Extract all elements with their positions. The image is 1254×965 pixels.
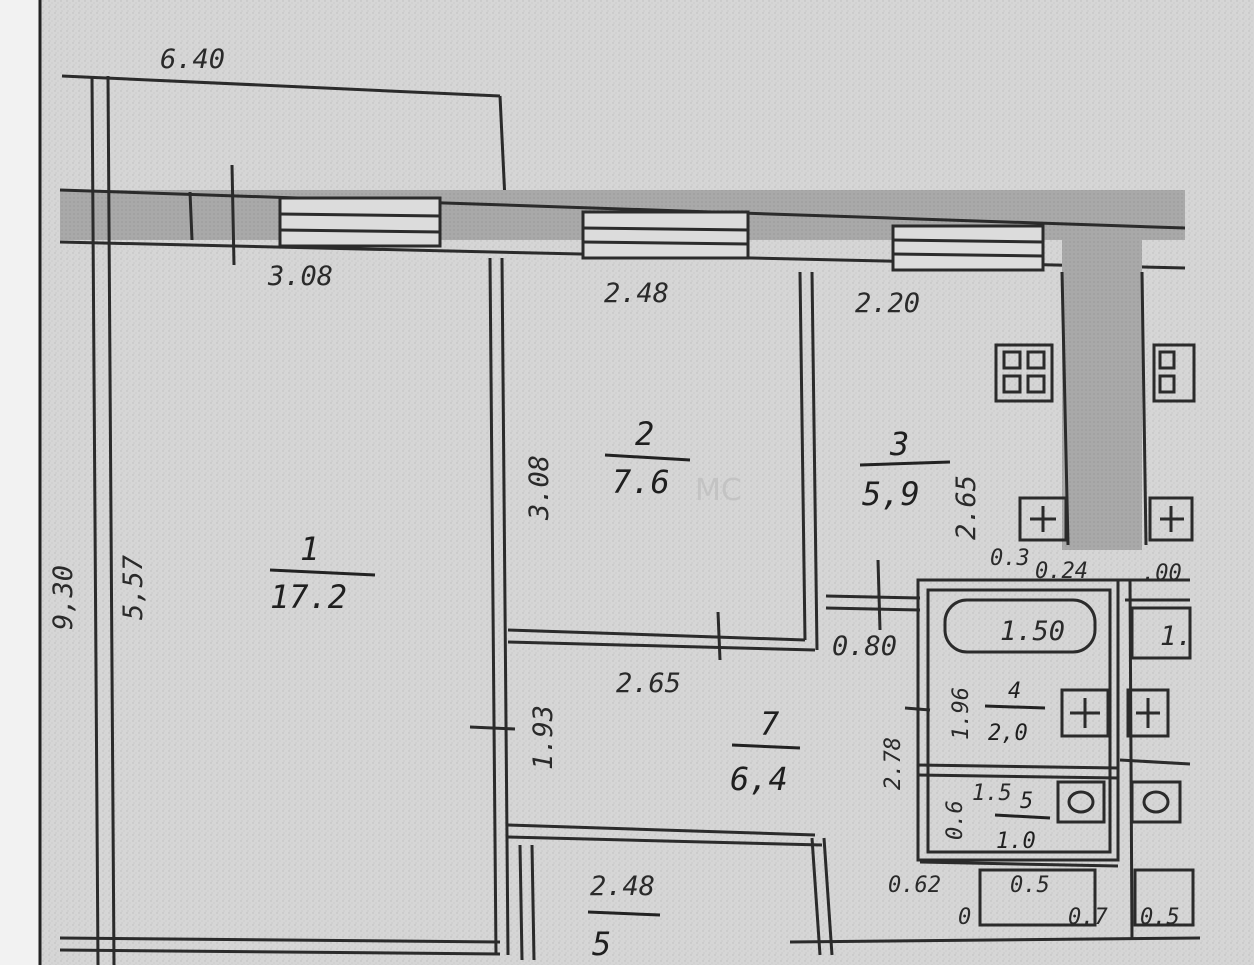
- dim-bath-height: 1.96: [949, 687, 974, 740]
- dim-closet-b: 0.5: [1010, 873, 1050, 898]
- room-3-number: 3: [889, 425, 909, 463]
- room-5-area: 1.0: [996, 829, 1036, 854]
- room-5-number: 5: [1020, 789, 1033, 814]
- sink-icon: [1018, 496, 1068, 542]
- dim-room3-height: 2.65: [951, 475, 982, 540]
- page-margin: [0, 0, 40, 965]
- room-2-area: 7.6: [612, 463, 670, 501]
- room-7-label: 7 6,4: [730, 705, 801, 798]
- dim-kitchen-small3: .00: [1142, 561, 1182, 586]
- room-6-number: 5: [592, 925, 611, 963]
- dim-room1-height-outer: 9,30: [48, 565, 79, 630]
- room-4-area: 2,0: [988, 721, 1028, 746]
- dim-closet-a: 0.62: [888, 873, 941, 898]
- dim-room1-width: 3.08: [267, 261, 333, 292]
- dim-wc-side: 0.6: [943, 800, 968, 840]
- room-2-label: 2 7.6: [604, 415, 691, 501]
- stove-icon-neighbor: [1152, 343, 1196, 403]
- dim-room2-width: 2.48: [604, 278, 669, 309]
- room-labels: 1 17.2 2 7.6 3 5,9 4 2,0 5 1.0 5: [269, 415, 1051, 963]
- dim-bath-side: 2.78: [881, 737, 906, 790]
- dim-right-partial: 1.: [1160, 621, 1193, 652]
- room-4-label: 4 2,0: [984, 679, 1046, 746]
- room-3-label: 3 5,9: [859, 425, 951, 513]
- stove-icon: [994, 343, 1054, 403]
- room-7-number: 7: [760, 705, 779, 743]
- dim-kitchen-small: 0.3: [990, 546, 1030, 571]
- dim-wc: 1.5: [972, 781, 1012, 806]
- dim-room3-width: 2.20: [855, 288, 920, 319]
- dim-closet-d: 0.5: [1140, 905, 1180, 930]
- dim-closet-e: 0: [958, 905, 971, 930]
- toilet-icon: [1056, 780, 1182, 824]
- dim-top-overall: 6.40: [160, 44, 225, 75]
- dim-room2-height: 3.08: [524, 455, 555, 521]
- sink-icon-neighbor: [1148, 496, 1194, 542]
- room-1-area: 17.2: [270, 578, 347, 616]
- room-7-area: 6,4: [730, 760, 788, 798]
- dim-kitchen-small2: 0.24: [1035, 559, 1088, 584]
- walls: [59, 74, 1201, 965]
- watermark: МС: [695, 473, 742, 508]
- dimension-labels: 6.40 3.08 2.48 2.20 9,30 5,57 3.08 2.65 …: [48, 44, 1193, 930]
- dim-bath-width: 1.50: [1000, 616, 1065, 647]
- room-1-number: 1: [300, 530, 319, 568]
- room-6-label: 5: [587, 910, 661, 963]
- room-4-number: 4: [1008, 679, 1021, 704]
- dim-room5-width: 2.48: [590, 871, 655, 902]
- dim-closet-c: 0.7: [1068, 905, 1108, 930]
- room-5-label: 5 1.0: [994, 789, 1051, 854]
- room-1-label: 1 17.2: [269, 530, 376, 616]
- dim-room1-height: 5,57: [118, 555, 149, 620]
- washbasin-icon: [1060, 688, 1170, 738]
- dim-corridor-height: 1.93: [528, 705, 559, 770]
- room-3-area: 5,9: [862, 475, 920, 513]
- dim-door-gap: 0.80: [832, 631, 897, 662]
- dim-corridor-width: 2.65: [616, 668, 681, 699]
- room-2-number: 2: [635, 415, 654, 453]
